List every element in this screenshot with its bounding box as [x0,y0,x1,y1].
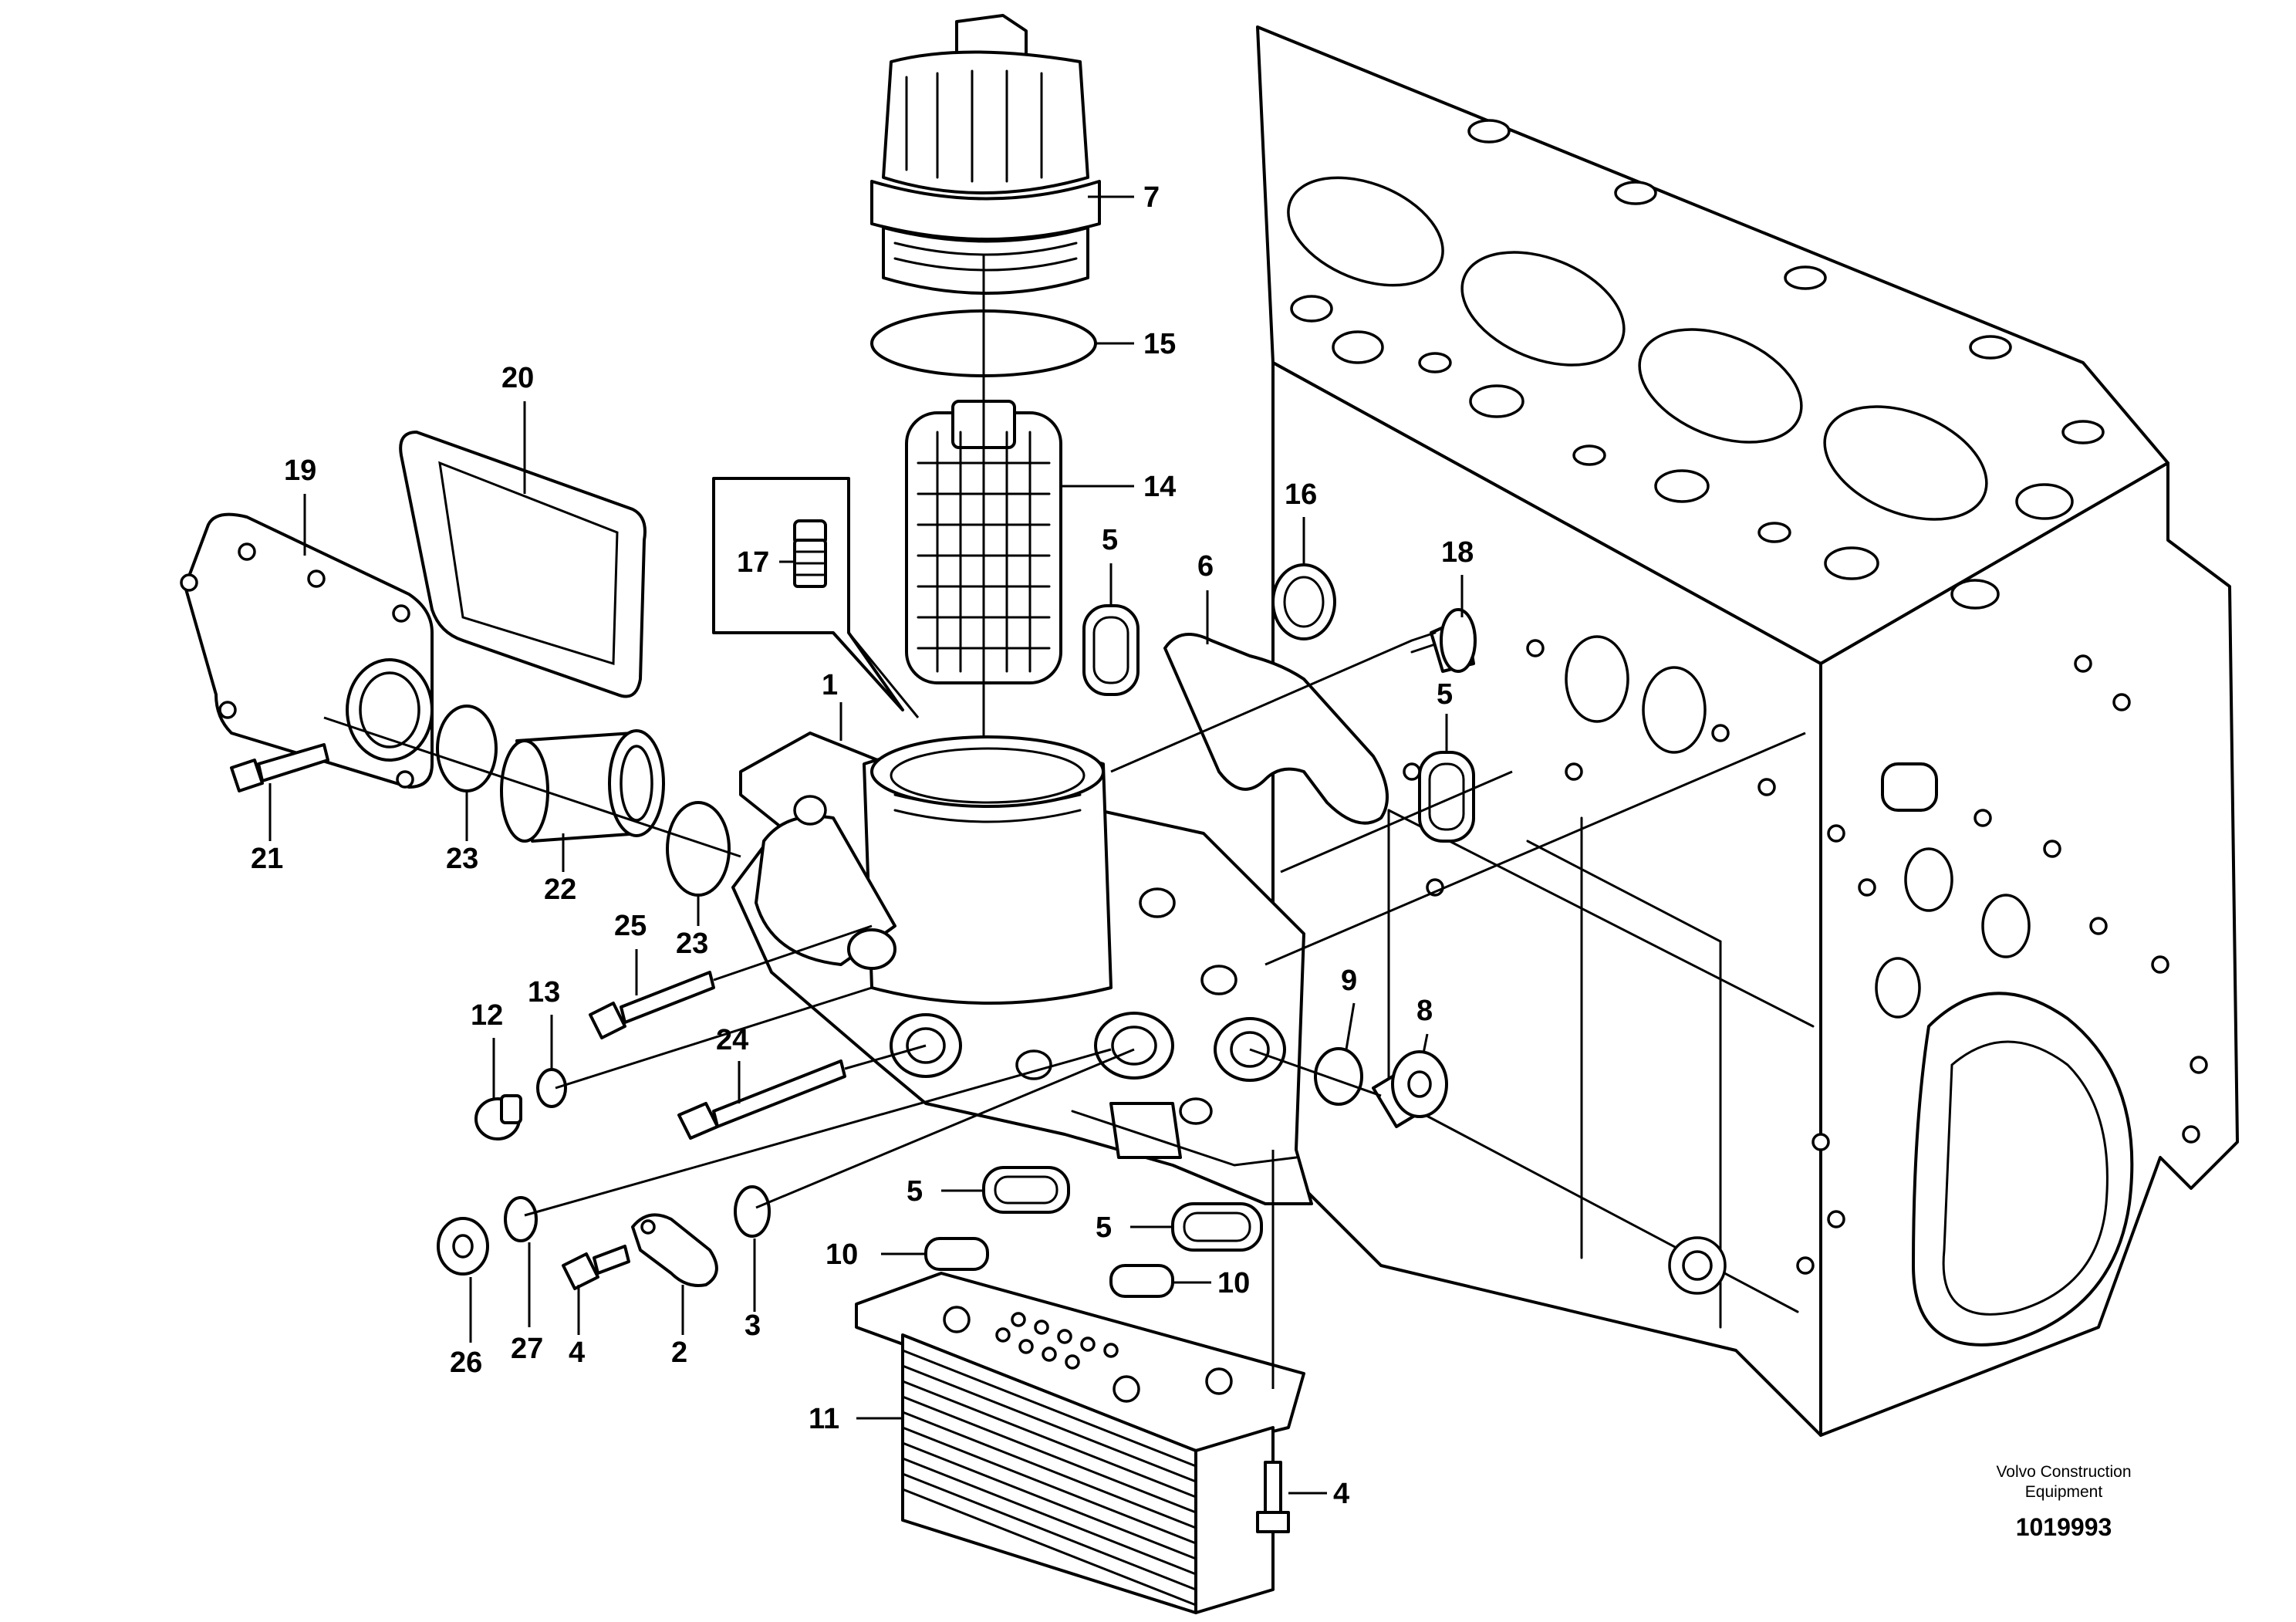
bolt-4-right [1256,1461,1290,1533]
part-labels: 1 2 3 4 4 5 5 5 5 6 7 8 9 10 10 11 12 13… [251,181,1474,1510]
label-15: 15 [1143,328,1176,360]
label-10-right: 10 [1217,1267,1250,1299]
label-11: 11 [809,1403,839,1435]
gasket-6 [1163,633,1389,825]
label-21: 21 [251,843,283,875]
seal-5-top [1082,604,1140,696]
label-14: 14 [1143,471,1176,503]
cover-plate [180,512,434,789]
label-3: 3 [745,1309,761,1342]
seal-16 [1271,563,1336,640]
label-4-left: 4 [569,1336,585,1369]
plug-26 [437,1217,489,1276]
label-9: 9 [1341,965,1357,997]
brand-line-1: Volvo Construction [1996,1463,2131,1481]
label-6: 6 [1197,550,1214,583]
label-1: 1 [822,669,838,701]
bolt-21 [230,743,329,792]
seal-10-right [1109,1264,1174,1298]
label-13: 13 [528,976,560,1009]
plug-18 [1410,608,1477,673]
label-23-left: 23 [446,843,478,875]
label-20: 20 [501,362,534,394]
seal-5-lower-right [1171,1202,1263,1252]
inset-box [712,477,920,718]
seal-10-left [924,1237,989,1271]
label-22: 22 [544,874,576,906]
label-16: 16 [1285,478,1317,511]
label-5-right: 5 [1437,678,1453,711]
label-17: 17 [737,546,769,579]
label-4-right: 4 [1333,1478,1349,1510]
label-19: 19 [284,454,316,487]
washer-27 [504,1196,538,1242]
cover-plate-2 [631,1213,718,1287]
label-leaders [268,195,1464,1495]
label-7: 7 [1143,181,1160,214]
brand-block: Volvo Construction Equipment 1019993 [1996,1463,2131,1541]
washer-9 [1314,1047,1363,1106]
pipe [500,729,665,843]
gasket [399,431,647,698]
label-26: 26 [450,1347,482,1379]
bolt-25 [589,971,715,1039]
washer-13 [536,1068,567,1108]
brand-line-2: Equipment [2025,1483,2103,1501]
o-ring-23-left [436,705,498,792]
label-23-right: 23 [676,928,708,960]
engine-block [1256,25,2239,1437]
label-24: 24 [716,1024,748,1056]
bolt-24 [677,1059,846,1140]
label-25: 25 [614,910,647,942]
plug-12 [474,1094,522,1140]
reference-number: 1019993 [2016,1513,2112,1541]
plug-8 [1372,1050,1448,1128]
seal-5-right [1418,751,1475,843]
label-2: 2 [671,1336,687,1369]
oil-filter-cap [870,14,1101,295]
label-12: 12 [471,999,503,1032]
label-5-lower-left: 5 [907,1175,923,1208]
label-8: 8 [1416,995,1433,1027]
label-5-top: 5 [1102,524,1118,556]
bolt-4-left [562,1245,630,1290]
label-18: 18 [1441,536,1474,569]
label-27: 27 [511,1333,543,1365]
filter-housing [731,732,1313,1205]
label-5-lower-right: 5 [1096,1211,1112,1244]
label-10-left: 10 [826,1238,858,1271]
o-ring-3 [734,1185,771,1238]
oil-cooler [855,1272,1305,1614]
